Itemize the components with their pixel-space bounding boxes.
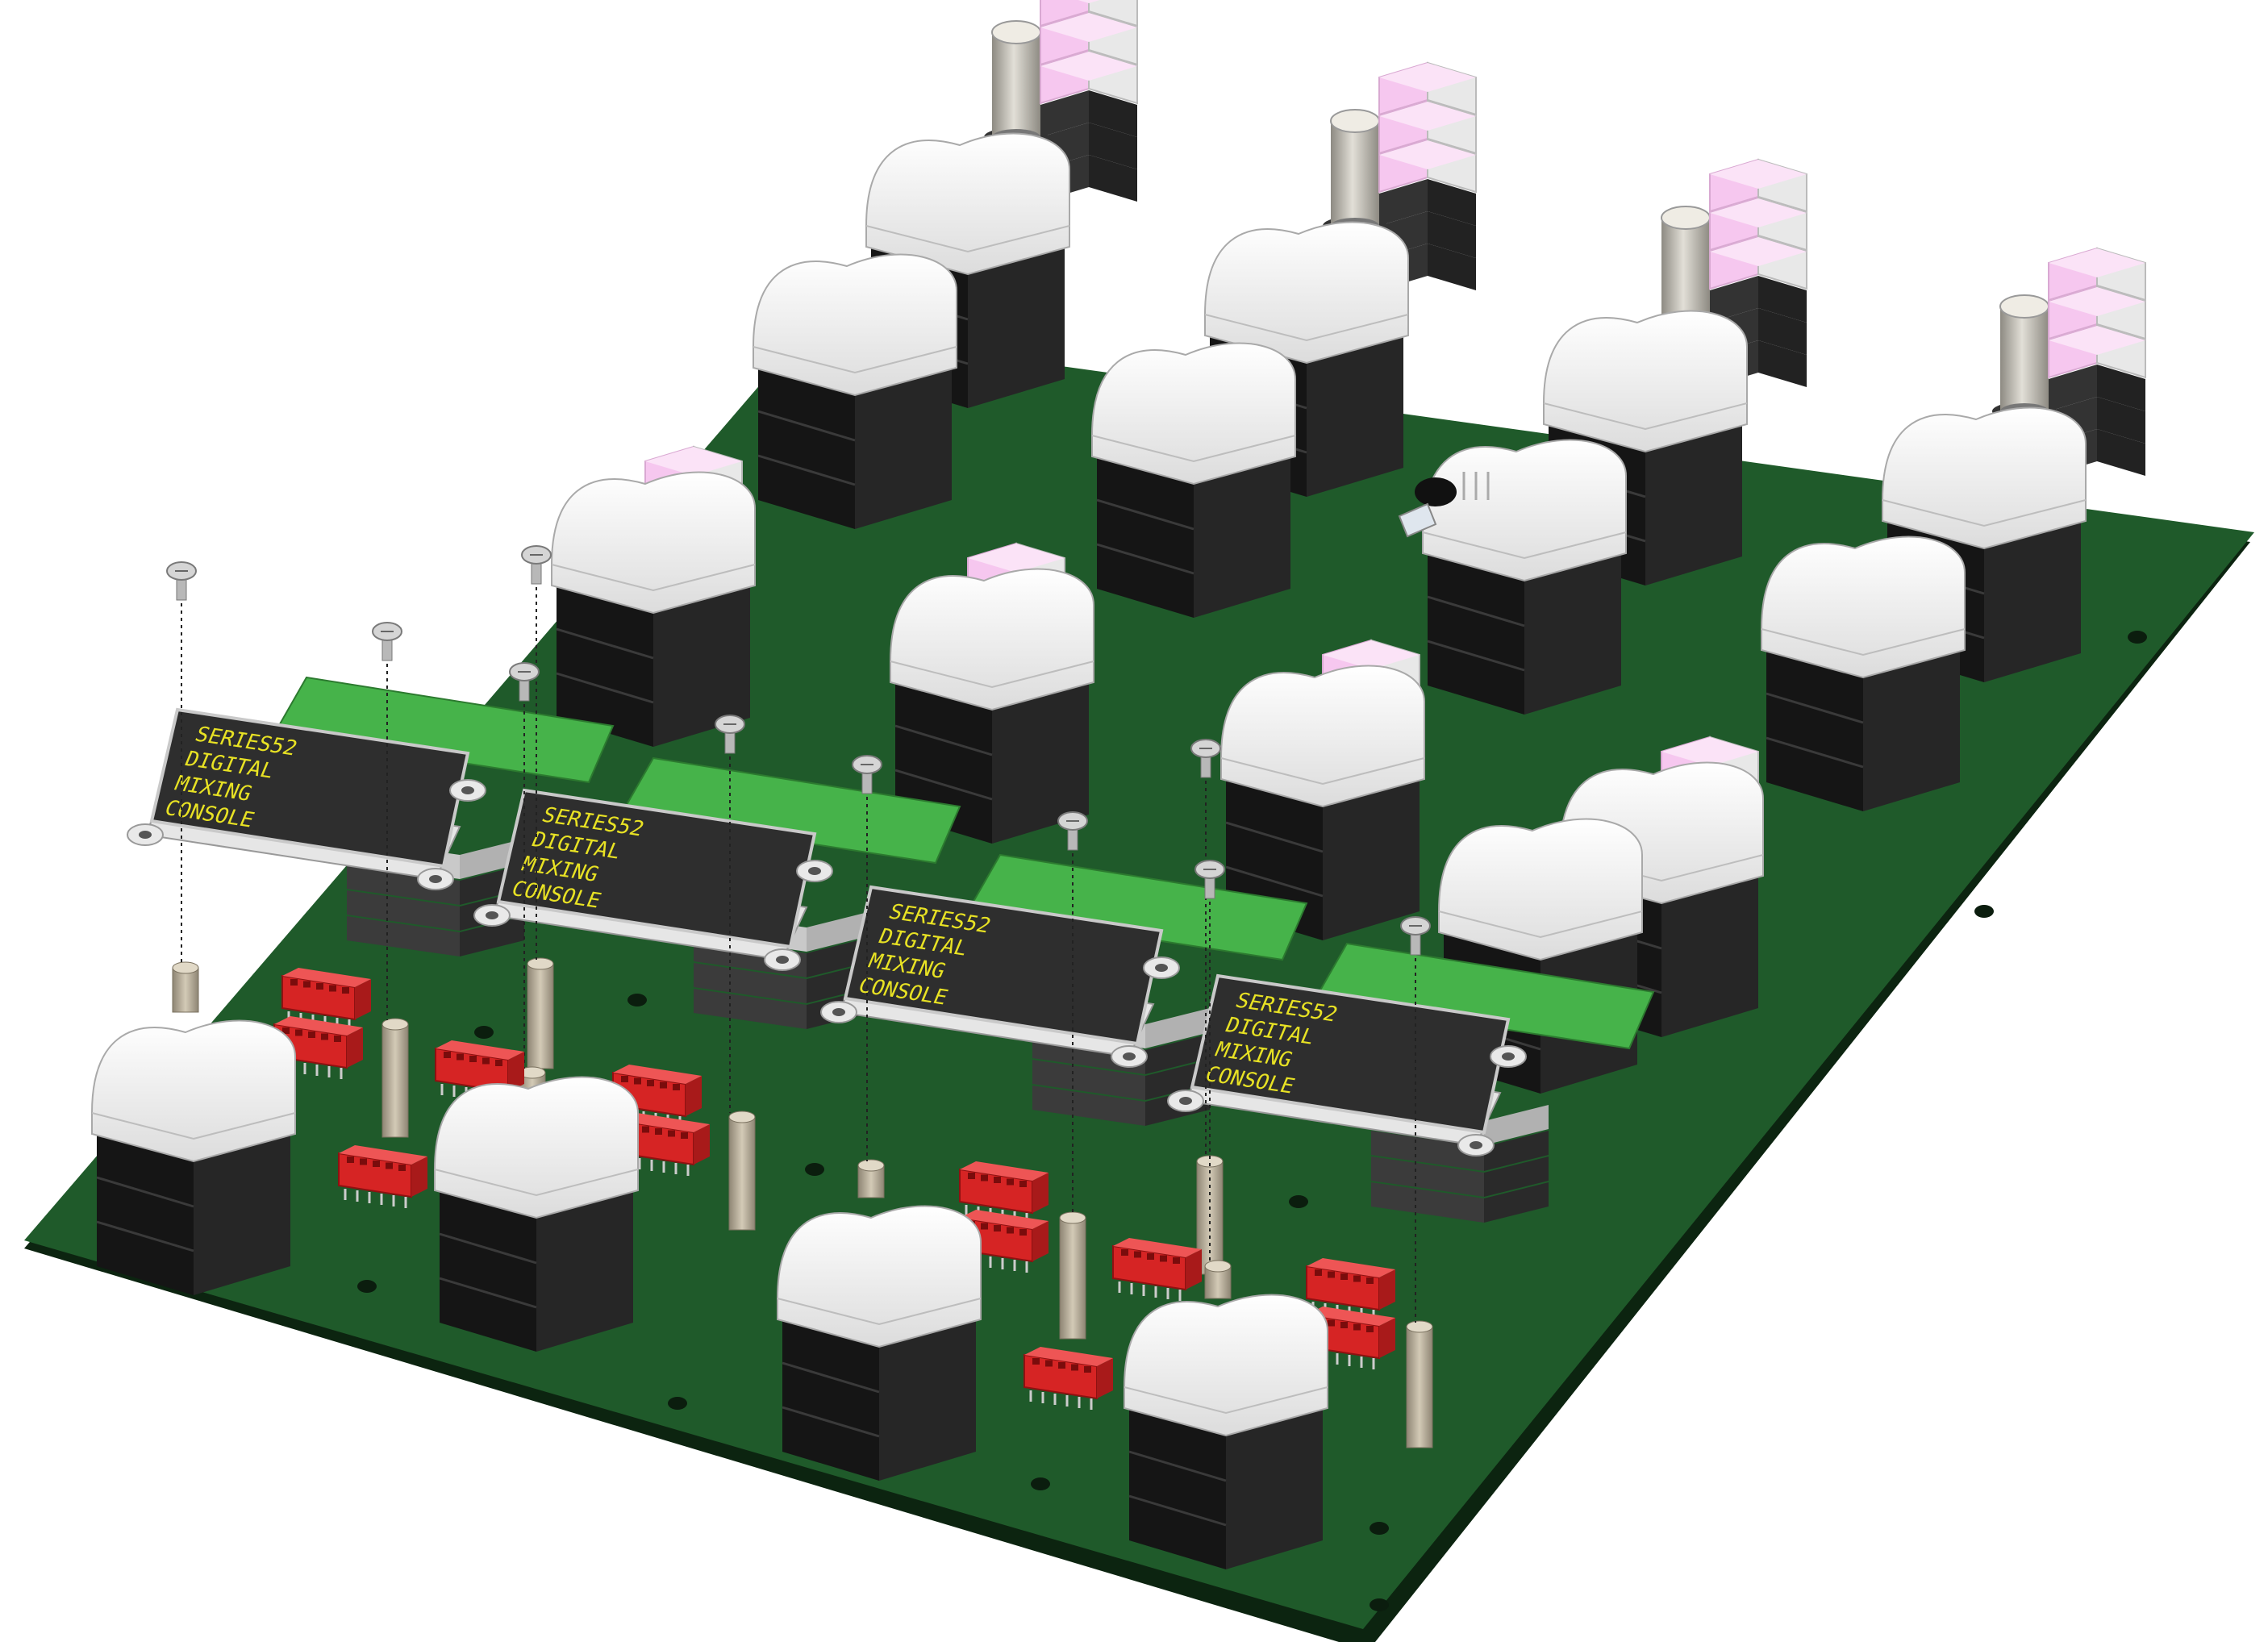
encoder-knob <box>984 20 1049 147</box>
hex-standoff <box>728 1111 756 1231</box>
screw <box>1194 860 1225 1262</box>
pcb-mounting-hole <box>805 1163 824 1176</box>
screw <box>1400 916 1431 1323</box>
oled-display-module: SERIES52DIGITALMIXINGCONSOLE <box>127 676 615 890</box>
hex-standoff <box>857 1159 885 1198</box>
key-switch <box>753 253 957 529</box>
key-switch <box>1220 665 1425 940</box>
pcb-mounting-hole <box>1031 1477 1050 1490</box>
screw <box>509 662 540 1069</box>
pcb-mounting-hole <box>357 1280 377 1293</box>
hex-standoff <box>172 961 199 1013</box>
encoder-knob <box>1323 109 1387 235</box>
hex-standoff <box>1204 1260 1232 1299</box>
key-switch <box>1422 439 1627 715</box>
pcb-mounting-hole <box>1289 1195 1308 1208</box>
screw <box>166 561 197 964</box>
hex-standoff <box>381 1018 409 1138</box>
pcb-mounting-hole <box>627 994 647 1006</box>
led-indicator-stack <box>1378 61 1477 290</box>
key-switch <box>434 1076 639 1352</box>
encoder-knob <box>1992 294 2057 421</box>
key-switch <box>551 471 756 747</box>
key-switch <box>1124 1294 1328 1569</box>
key-switch <box>91 1019 296 1295</box>
key-switch <box>1091 342 1296 618</box>
pcb-mounting-hole <box>474 1026 494 1039</box>
key-switch <box>1761 536 1966 811</box>
screw <box>715 715 745 1113</box>
screw <box>372 622 402 1020</box>
pcb-mounting-hole <box>668 1397 687 1410</box>
ribbon-connector <box>1306 1258 1395 1321</box>
ribbon-connector <box>620 1113 710 1176</box>
ribbon-connector <box>1024 1347 1113 1410</box>
pcb-mounting-hole <box>1370 1598 1389 1611</box>
hex-standoff <box>1406 1320 1433 1448</box>
ribbon-connector <box>1112 1238 1202 1301</box>
hex-standoff <box>1059 1211 1086 1340</box>
ribbon-connector <box>959 1161 1049 1224</box>
screw <box>1057 811 1088 1214</box>
small-component <box>1398 472 1490 538</box>
key-switch <box>777 1205 982 1481</box>
pcb-mounting-hole <box>2128 631 2147 644</box>
pcb-mounting-hole <box>1974 905 1994 918</box>
oled-display-module: SERIES52DIGITALMIXINGCONSOLE <box>820 853 1308 1068</box>
hex-standoff <box>527 957 554 1069</box>
pcb-mounting-hole <box>1370 1522 1389 1535</box>
led-indicator-stack <box>1709 158 1807 387</box>
screw <box>852 755 882 1161</box>
ribbon-connector <box>338 1145 427 1208</box>
ribbon-connector <box>281 968 371 1031</box>
oled-display-module: SERIES52DIGITALMIXINGCONSOLE <box>1167 942 1655 1156</box>
screw <box>521 545 552 960</box>
screw <box>1190 739 1221 1157</box>
